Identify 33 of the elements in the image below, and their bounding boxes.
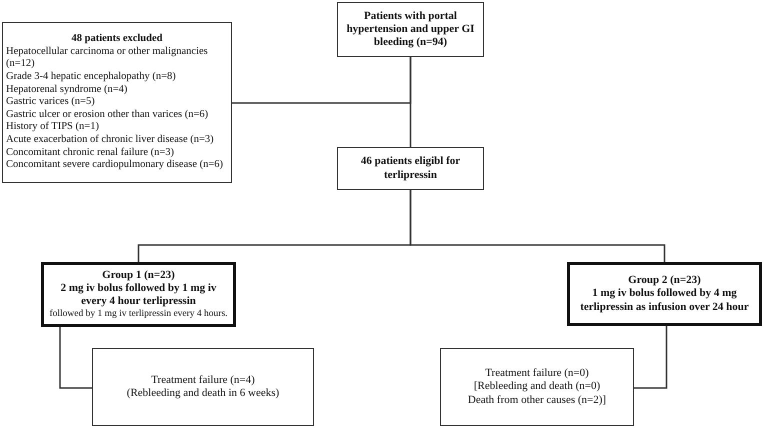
- box-text: Grade 3-4 hepatic encephalopathy (n=8): [6, 71, 176, 84]
- box-heading: Treatment failure (n=0): [485, 367, 589, 380]
- box-text: Acute exacerbation of chronic liver disease (n=3): [6, 134, 214, 147]
- box-text: 2 mg iv bolus followed by 1 mg iv every 4 hour terlipressin: [60, 282, 218, 309]
- box-text: Concomitant chronic renal failure (n=3): [6, 146, 174, 160]
- box-text: followed by 1 mg iv terlipressin every 4 hours.: [49, 308, 228, 320]
- group-box: [567, 262, 762, 326]
- group-box: [41, 262, 236, 327]
- box-heading: Treatment failure (n=4): [151, 374, 255, 387]
- box-heading: 48 patients excluded: [71, 33, 162, 46]
- box-text: Hepatorenal syndrome (n=4): [6, 84, 128, 96]
- box-text: 1 mg iv bolus followed by 4 mg terlipressin as infusion over 24 hour: [579, 287, 750, 314]
- box-text: Gastric ulcer or erosion other than varices (n=6): [6, 108, 208, 122]
- box-text: Death from other causes (n=2)]: [468, 394, 606, 407]
- connector-line: [410, 57, 412, 147]
- box-heading: Group 2 (n=23): [628, 274, 701, 288]
- exclusion-box: [2, 22, 232, 183]
- process-box: [337, 2, 484, 57]
- box-heading: Patients with portal hypertension and upper GI bleeding (n=94): [346, 10, 476, 50]
- process-box: [337, 147, 484, 190]
- box-text: Gastric varices (n=5): [6, 96, 95, 109]
- connector-line: [410, 190, 666, 262]
- box-heading: Group 1 (n=23): [102, 269, 175, 282]
- box-text: [Rebleeding and death (n=0): [474, 380, 600, 394]
- outcome-box: [440, 348, 634, 426]
- box-heading: 46 patients eligibl for terlipressin: [360, 155, 462, 182]
- connector-line: [59, 327, 92, 389]
- box-text: Concomitant severe cardiopulmonary disease (n=6): [6, 159, 224, 172]
- box-text: (Rebleeding and death in 6 weeks): [126, 387, 280, 400]
- box-text: History of TIPS (n=1): [6, 121, 99, 134]
- outcome-box: [92, 348, 314, 426]
- box-text: Hepatocellular carcinoma or other malignancies (n=12): [6, 46, 209, 72]
- connector-line: [634, 326, 668, 389]
